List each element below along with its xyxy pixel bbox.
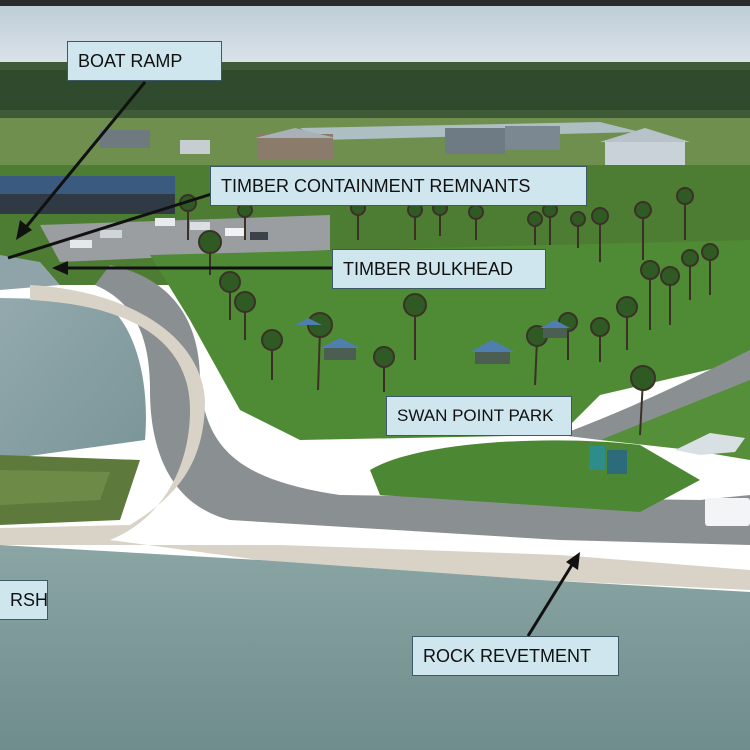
loop-road-inner: [560, 350, 750, 440]
pond: [0, 298, 146, 460]
bay-water: [0, 545, 750, 750]
parked-cars: [70, 218, 268, 248]
park-lawn: [150, 240, 750, 440]
loop-road: [95, 265, 750, 545]
leader-arrows: [7, 81, 580, 637]
parking-lot: [40, 215, 330, 262]
picnic-shelters: [295, 318, 570, 364]
pond-upper: [0, 255, 60, 290]
distant-buildings: [100, 126, 690, 166]
puddle: [675, 433, 745, 455]
callout-timber-containment-remnants: TIMBER CONTAINMENT REMNANTS: [210, 166, 587, 206]
portable-toilet: [589, 446, 605, 470]
callout-swan-point-park: SWAN POINT PARK: [386, 396, 572, 436]
portable-toilet: [607, 450, 627, 474]
callout-timber-bulkhead: TIMBER BULKHEAD: [332, 249, 546, 289]
callout-boat-ramp: BOAT RAMP: [67, 41, 222, 81]
truck: [705, 498, 750, 526]
marsh-detail: [0, 470, 110, 505]
pavilion-roof: [0, 176, 175, 194]
callout-rock-revetment: ROCK REVETMENT: [412, 636, 619, 676]
frame-top-bar: [0, 0, 750, 6]
rock-revetment: [0, 285, 750, 590]
callout-marsh: RSH: [0, 580, 48, 620]
pavilion-base: [0, 194, 175, 214]
